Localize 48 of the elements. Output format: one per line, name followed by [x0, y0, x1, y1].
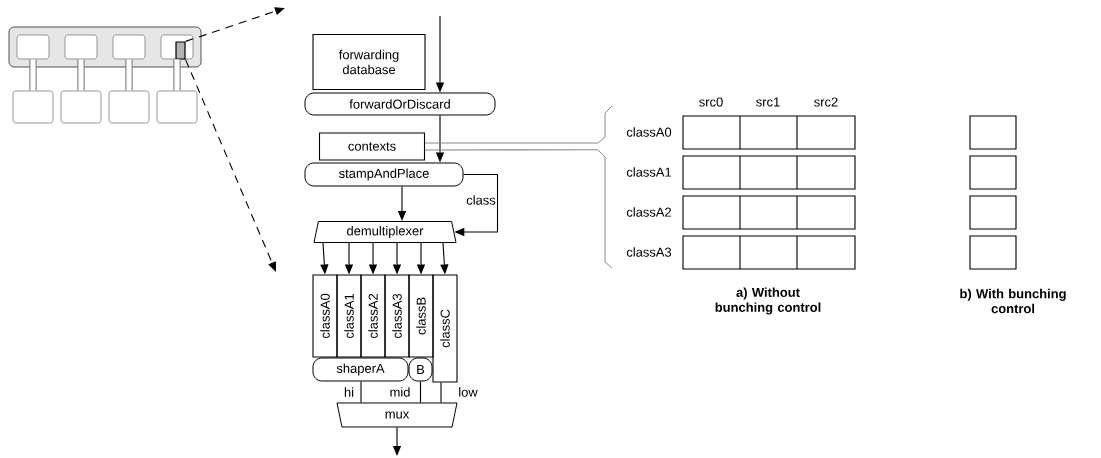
double-line-connector — [125, 59, 133, 91]
row-label: classA3 — [626, 247, 672, 257]
context-box: contexts — [318, 132, 426, 161]
column-label: src1 — [756, 97, 780, 107]
caption: b) With bunching control — [960, 288, 1066, 314]
queue-column: classA1 — [336, 274, 362, 358]
highlighted-port — [175, 41, 186, 60]
queue-column: classA3 — [384, 274, 410, 358]
column-label: src2 — [814, 97, 838, 107]
connector-line — [424, 149, 599, 151]
mux-trapezoid: mux — [336, 402, 458, 428]
line — [440, 382, 442, 404]
connector-line — [424, 142, 599, 144]
shaper-pill: shaperA — [312, 357, 409, 382]
database-box: forwarding database — [312, 33, 426, 91]
column-label: src0 — [699, 97, 723, 107]
line-card-box — [12, 90, 54, 124]
line — [360, 380, 362, 404]
process-pill: forwardOrDiscard — [304, 92, 496, 116]
demultiplexer-trapezoid: demultiplexer — [313, 221, 457, 243]
queue-column: classC — [432, 274, 458, 383]
zoom-arrow — [185, 59, 276, 272]
edge-label: low — [457, 386, 479, 398]
row-label: classA2 — [626, 207, 671, 217]
queue-column: classA2 — [360, 274, 386, 358]
edge-label: class — [465, 194, 497, 206]
row-label: classA1 — [626, 167, 672, 177]
edge-label: mid — [388, 386, 412, 398]
shaper-pill: B — [408, 357, 433, 382]
bracket — [597, 105, 613, 144]
line-card-box — [156, 90, 198, 124]
zoom-arrow — [185, 7, 285, 42]
line-card-box — [108, 90, 150, 124]
port-box — [64, 34, 98, 60]
double-line-connector — [173, 59, 181, 91]
process-pill: stampAndPlace — [304, 162, 464, 187]
caption: a) Without bunching control — [715, 287, 821, 315]
row-label: classA0 — [626, 127, 672, 137]
port-box — [16, 34, 50, 60]
queue-column: classA0 — [312, 274, 338, 358]
line-card-box — [60, 90, 102, 124]
line — [419, 380, 422, 404]
port-box — [112, 34, 146, 60]
double-line-connector — [29, 59, 37, 91]
queue-column: classB — [408, 274, 434, 358]
edge-label: hi — [342, 386, 356, 398]
bracket — [597, 149, 613, 269]
double-line-connector — [77, 59, 85, 91]
